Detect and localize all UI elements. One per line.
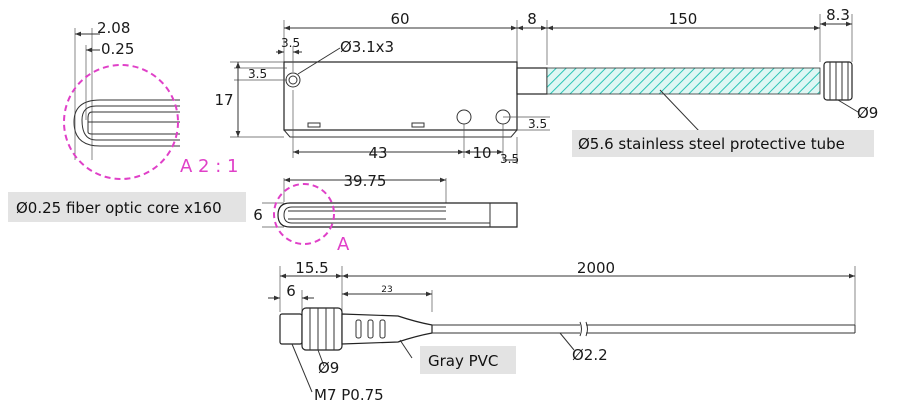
- dim-connector-15-5: 15.5: [295, 259, 328, 277]
- dim-cable-2000: 2000: [577, 259, 615, 277]
- top-view: 60 8 150 8.3 3.5: [214, 6, 878, 166]
- detail-marker-circle: [273, 183, 335, 245]
- side-body: [277, 202, 518, 228]
- dim-tube-150: 150: [669, 10, 698, 28]
- detail-marker-label: A: [337, 234, 350, 255]
- protective-tube: [546, 67, 821, 95]
- detail-inner-contour: [81, 105, 180, 141]
- cable-view: 15.5 2000 6 23 Ø2.2 Ø9: [268, 259, 856, 404]
- tube-collar: [516, 67, 548, 95]
- dim-tip-8-3: 8.3: [826, 6, 850, 24]
- dim-right-offset-h: 3.5: [500, 152, 519, 166]
- dim-hole-offset-top: 3.5: [281, 36, 300, 50]
- detail-view-a: 2.08 0.25 A 2 : 1: [63, 19, 238, 180]
- side-view: 39.75 6 A: [253, 172, 518, 255]
- dim-tip-dia: Ø9: [857, 104, 878, 122]
- dim-nut-6: 6: [286, 282, 296, 300]
- sensor-body: [283, 61, 518, 131]
- fiber-core-callout: Ø0.25 fiber optic core x160: [8, 192, 246, 222]
- protective-tube-callout: Ø5.6 stainless steel protective tube: [572, 130, 874, 157]
- detail-circle: [63, 64, 179, 180]
- connector-nut: [301, 307, 343, 351]
- dim-height-17: 17: [214, 91, 233, 109]
- jacket-label: Gray PVC: [428, 352, 498, 370]
- dim-spacing-43: 43: [368, 144, 387, 162]
- dim-thickness-6: 6: [253, 206, 263, 224]
- protective-tube-label: Ø5.6 stainless steel protective tube: [578, 135, 845, 153]
- fiber-core-label: Ø0.25 fiber optic core x160: [16, 199, 222, 217]
- dim-spacing-10: 10: [472, 144, 491, 162]
- thread-spec-label: M7 P0.75: [314, 386, 384, 404]
- dim-collar-8: 8: [527, 10, 537, 28]
- connector-thread: [279, 313, 303, 345]
- dim-detail-width: 2.08: [97, 19, 130, 37]
- dim-side-length: 39.75: [344, 172, 387, 190]
- dim-detail-core: 0.25: [101, 40, 134, 58]
- gray-pvc-callout: Gray PVC: [420, 346, 516, 374]
- detail-scale-label: A 2 : 1: [180, 156, 238, 177]
- dim-hole-offset-left: 3.5: [248, 67, 267, 81]
- dim-right-offset-v: 3.5: [528, 117, 547, 131]
- hole-spec-label: Ø3.1x3: [340, 38, 394, 56]
- dim-cable-dia: Ø2.2: [572, 346, 608, 364]
- dim-nut-dia: Ø9: [318, 359, 339, 377]
- detail-outer-contour: [73, 99, 180, 147]
- dim-length-60: 60: [390, 10, 409, 28]
- dim-boot-23: 23: [381, 285, 392, 295]
